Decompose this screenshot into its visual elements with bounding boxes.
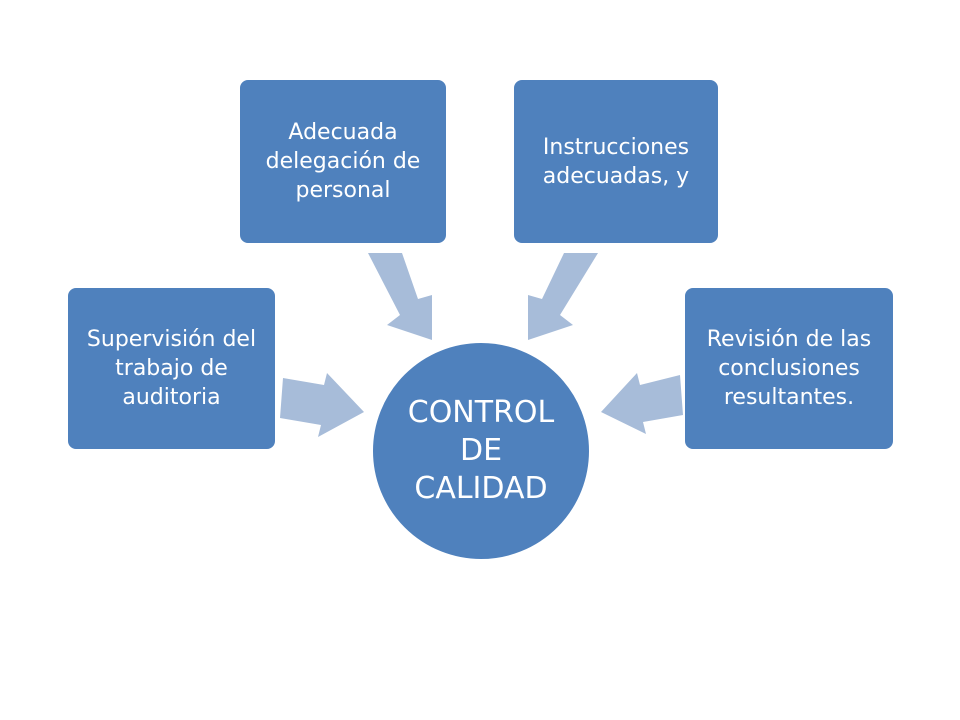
node-instrucciones: Instrucciones adecuadas, y xyxy=(512,78,720,245)
center-node-label: CONTROL DE CALIDAD xyxy=(407,395,555,506)
node-revision: Revisión de las conclusiones resultantes… xyxy=(683,286,895,451)
arrow-from-delegacion xyxy=(368,253,432,340)
node-supervision: Supervisión del trabajo de auditoria xyxy=(66,286,277,451)
node-revision-label: Revisión de las conclusiones resultantes… xyxy=(706,327,872,410)
node-instrucciones-label: Instrucciones adecuadas, y xyxy=(542,134,690,189)
arrow-from-supervision xyxy=(280,373,364,437)
node-supervision-label: Supervisión del trabajo de auditoria xyxy=(86,327,257,410)
center-node: CONTROL DE CALIDAD xyxy=(370,340,592,562)
node-delegacion: Adecuada delegación de personal xyxy=(238,78,448,245)
node-delegacion-label: Adecuada delegación de personal xyxy=(265,120,421,203)
arrow-from-instrucciones xyxy=(528,253,598,340)
arrow-from-revision xyxy=(601,373,683,434)
